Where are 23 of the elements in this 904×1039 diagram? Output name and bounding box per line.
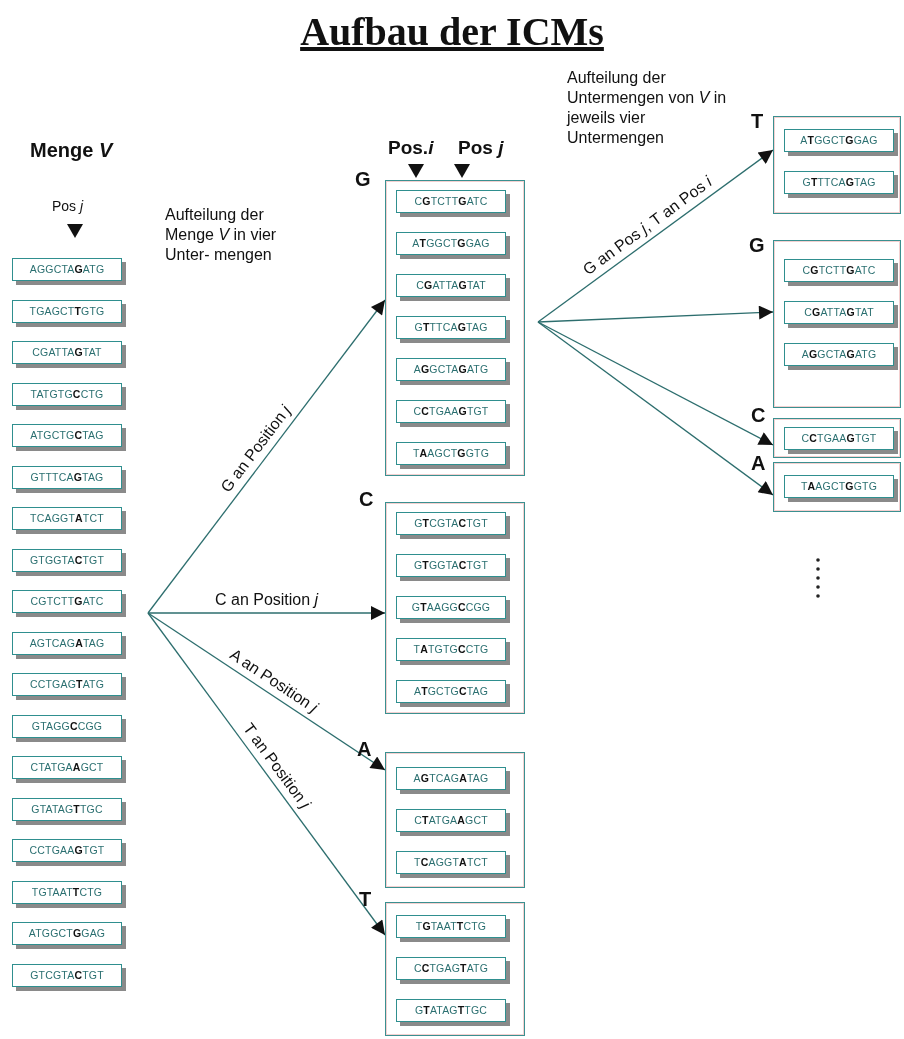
arrow [147,606,386,620]
group-heading: T [359,888,372,911]
arrow [147,612,386,936]
position-label: Pos j [458,136,505,160]
group-heading: C [751,404,766,427]
arrow [537,321,774,496]
edge-label: C an Position j [213,591,321,609]
group-heading: G [355,168,371,191]
position-label: Pos.i [388,136,435,160]
arrow [537,149,774,323]
description-text: Aufteilung der Untermengen von V in jeweils vier Untermengen [567,68,728,148]
group-heading: G [749,234,765,257]
diagram-title: Aufbau der ICMs [299,8,605,55]
position-label: Pos j [52,198,85,216]
group-heading: T [751,110,764,133]
arrow [147,612,386,771]
arrow [147,299,386,614]
arrow [537,305,774,323]
group-heading: A [751,452,766,475]
group-heading: A [357,738,372,761]
set-heading: Menge V [30,138,115,163]
description-text: Aufteilung der Menge V in vier Unter- mengen [165,205,278,265]
group-heading: C [359,488,374,511]
